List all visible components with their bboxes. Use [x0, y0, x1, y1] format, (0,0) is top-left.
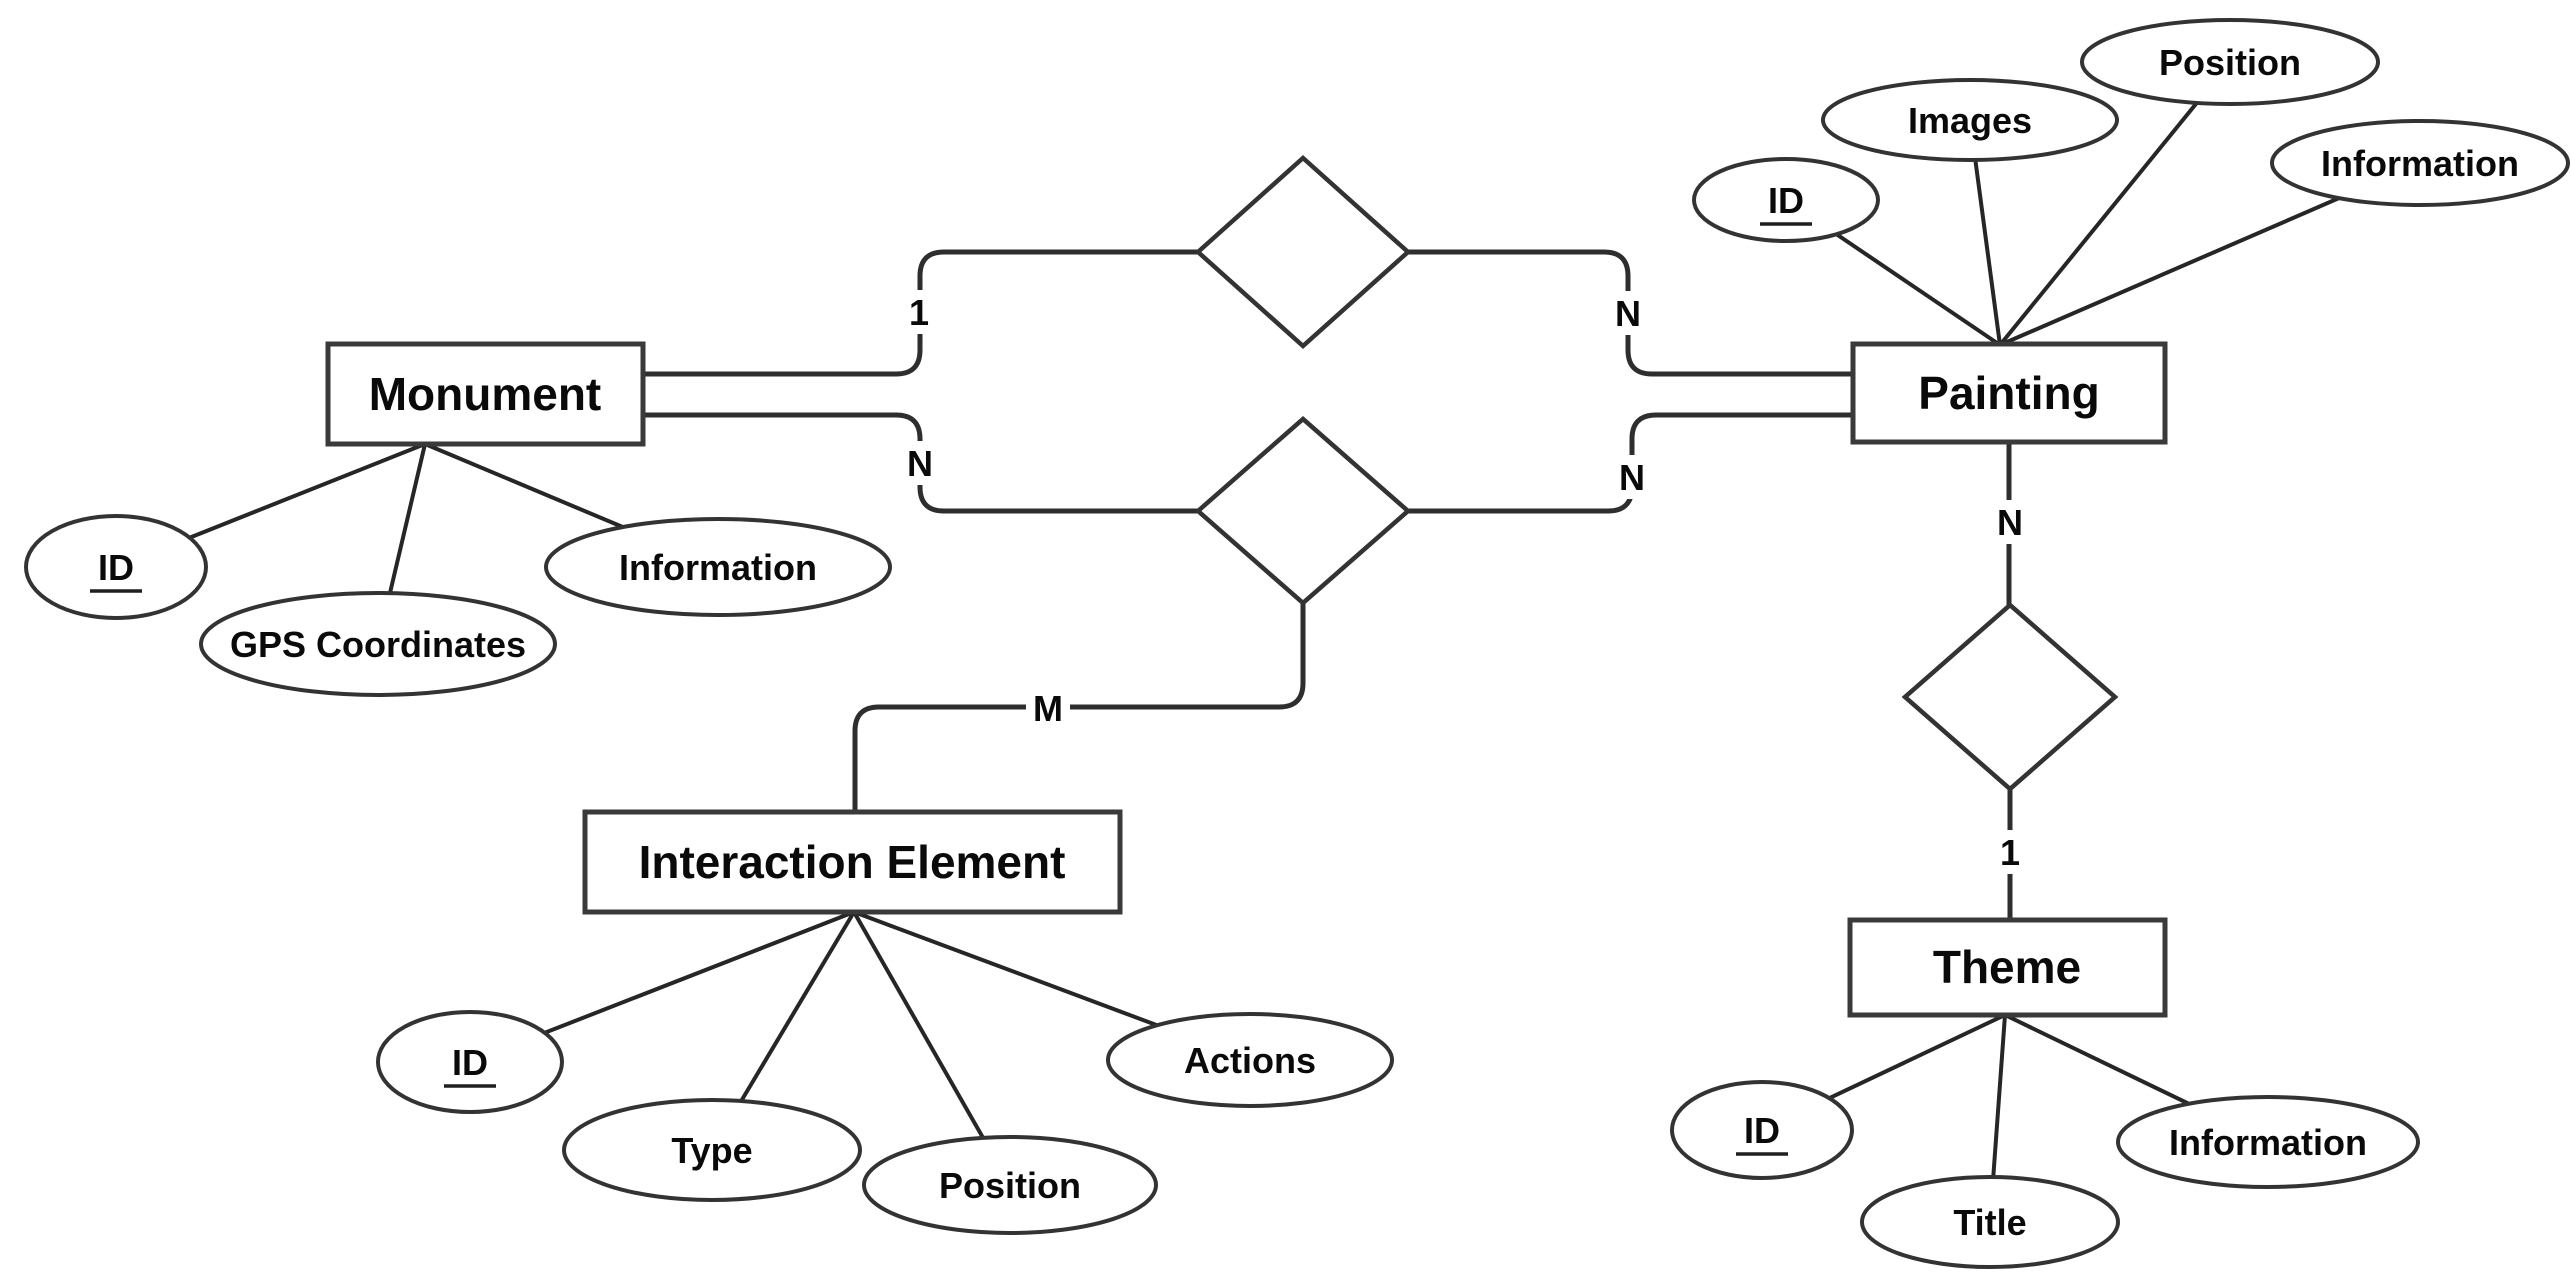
entity-interaction-element: [582, 809, 1123, 915]
cardinality-bg: [1609, 291, 1647, 335]
attribute-interaction-position: [862, 1135, 1158, 1235]
cardinality-bg: [1026, 686, 1070, 730]
attribute-theme-id: [1670, 1080, 1854, 1180]
relationship-diamond-monument-painting: [1194, 154, 1412, 350]
attribute-painting-id-label: ID: [1768, 180, 1804, 221]
attribute-painting-information-label: Information: [2321, 143, 2519, 184]
relationship-diamond-monument-interaction-painting: [1194, 416, 1412, 606]
cardinality-bg: [900, 290, 938, 334]
entity-painting: [1850, 341, 2168, 445]
relationship-diamonds: [1194, 154, 2119, 792]
cardinality-bg: [1991, 500, 2029, 544]
cardinality-painting-rel1: N: [1615, 293, 1641, 334]
cardinality-bg: [1613, 455, 1651, 499]
cardinality-theme-rel3: 1: [2000, 832, 2020, 873]
cardinality-monument-rel2: N: [907, 443, 933, 484]
attribute-monument-id-label: ID: [98, 547, 134, 588]
attribute-monument-id: [24, 514, 208, 620]
attribute-interaction-actions-label: Actions: [1184, 1040, 1316, 1081]
attribute-interaction-id-label: ID: [452, 1042, 488, 1083]
attribute-theme-information: [2116, 1095, 2420, 1189]
attribute-monument-information-label: Information: [619, 547, 817, 588]
line-painting-position: [1998, 60, 2232, 347]
attribute-painting-id: [1692, 157, 1880, 243]
entity-interaction-element-label: Interaction Element: [639, 836, 1066, 888]
entity-theme-label: Theme: [1933, 941, 2081, 993]
attribute-theme-information-label: Information: [2169, 1122, 2367, 1163]
attribute-interaction-id: [376, 1010, 564, 1114]
attribute-interaction-type-label: Type: [671, 1130, 752, 1171]
attribute-interaction-position-label: Position: [939, 1165, 1081, 1206]
monument-attributes: ID GPS Coordinates Information: [24, 514, 892, 697]
entity-monument: [325, 341, 646, 447]
attribute-painting-position-label: Position: [2159, 42, 2301, 83]
theme-attributes: ID Title Information: [1670, 1080, 2420, 1269]
attribute-painting-images-label: Images: [1908, 100, 2032, 141]
attribute-theme-title: [1860, 1175, 2120, 1269]
entity-boxes: Monument Painting Interaction Element Th…: [325, 341, 2168, 1018]
attribute-monument-gps-coordinates-label: GPS Coordinates: [230, 624, 526, 665]
attribute-interaction-type: [562, 1098, 862, 1202]
attribute-theme-title-label: Title: [1953, 1202, 2026, 1243]
cardinality-interaction-rel2: M: [1033, 688, 1063, 729]
attribute-painting-images: [1821, 78, 2119, 162]
attribute-monument-information: [544, 517, 892, 617]
cardinality-painting-rel3: N: [1997, 502, 2023, 543]
painting-attributes: ID Images Position Information: [1692, 18, 2570, 243]
cardinality-labels: 1 N N N M N 1: [900, 290, 2029, 874]
entity-theme: [1847, 917, 2168, 1018]
attribute-theme-id-label: ID: [1744, 1110, 1780, 1151]
entity-painting-label: Painting: [1918, 367, 2099, 419]
cardinality-bg: [901, 441, 939, 485]
cardinality-painting-rel2: N: [1619, 457, 1645, 498]
attribute-monument-gps-coordinates: [199, 591, 557, 697]
relationship-diamond-painting-theme: [1901, 602, 2119, 792]
cardinality-bg: [1991, 830, 2029, 874]
attribute-painting-information: [2270, 119, 2570, 207]
attribute-interaction-actions: [1106, 1012, 1394, 1108]
connector-rel2-to-interaction: [852, 603, 1306, 812]
attribute-painting-position: [2080, 18, 2380, 106]
cardinality-monument-rel1: 1: [909, 292, 929, 333]
interaction-element-attributes: ID Type Position Actions: [376, 1010, 1394, 1235]
entity-monument-label: Monument: [369, 368, 602, 420]
